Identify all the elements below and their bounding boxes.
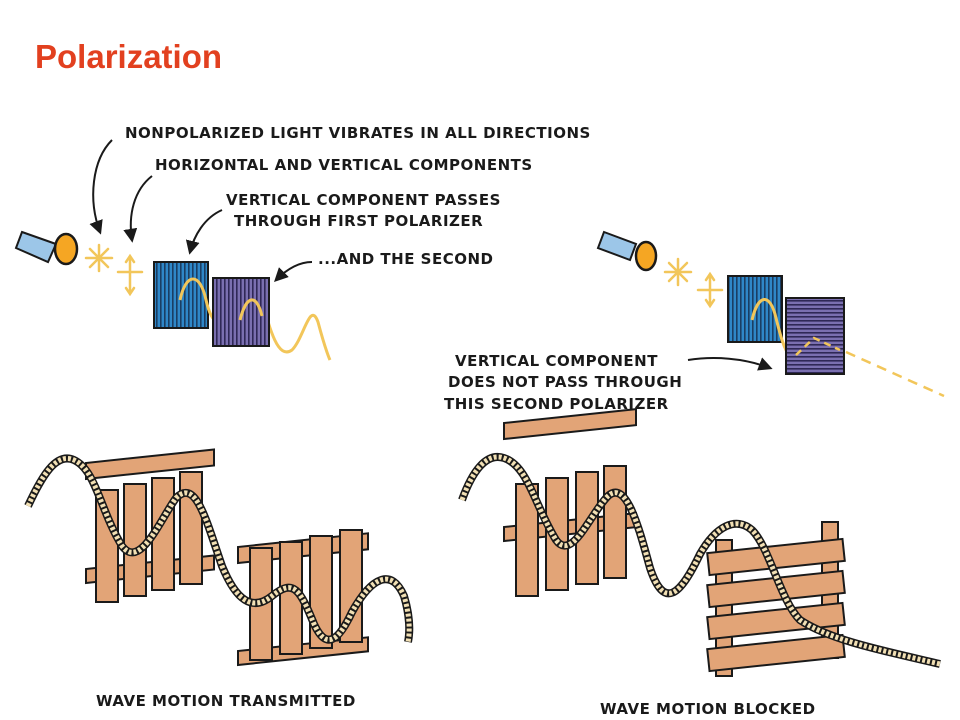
cross-arrows-icon bbox=[116, 253, 144, 297]
label-blocked-line3: THIS SECOND POLARIZER bbox=[444, 395, 669, 413]
fence-icon bbox=[237, 529, 369, 667]
label-blocked-line1: VERTICAL COMPONENT bbox=[455, 352, 658, 370]
label-second: ...AND THE SECOND bbox=[318, 250, 494, 268]
rope-icon bbox=[458, 452, 941, 668]
starburst-icon bbox=[663, 257, 693, 287]
fence-icon bbox=[85, 448, 215, 603]
polarizer-icon bbox=[153, 261, 209, 329]
label-blocked-line2: DOES NOT PASS THROUGH bbox=[448, 373, 682, 391]
label-passes-line2: THROUGH FIRST POLARIZER bbox=[234, 212, 483, 230]
page-title: Polarization bbox=[35, 38, 223, 75]
flashlight-icon bbox=[596, 230, 658, 272]
fence-icon bbox=[706, 521, 846, 677]
caption-blocked: WAVE MOTION BLOCKED bbox=[600, 700, 816, 718]
label-passes-line1: VERTICAL COMPONENT PASSES bbox=[226, 191, 501, 209]
starburst-icon bbox=[84, 243, 114, 273]
cross-arrows-icon bbox=[696, 271, 724, 309]
rope-icon bbox=[24, 454, 414, 644]
flashlight-icon bbox=[14, 230, 79, 266]
label-components: HORIZONTAL AND VERTICAL COMPONENTS bbox=[155, 156, 533, 174]
polarizer-icon bbox=[785, 297, 845, 375]
fence-icon bbox=[503, 408, 637, 597]
label-nonpolarized: NONPOLARIZED LIGHT VIBRATES IN ALL DIREC… bbox=[125, 124, 591, 142]
caption-transmitted: WAVE MOTION TRANSMITTED bbox=[96, 692, 356, 710]
